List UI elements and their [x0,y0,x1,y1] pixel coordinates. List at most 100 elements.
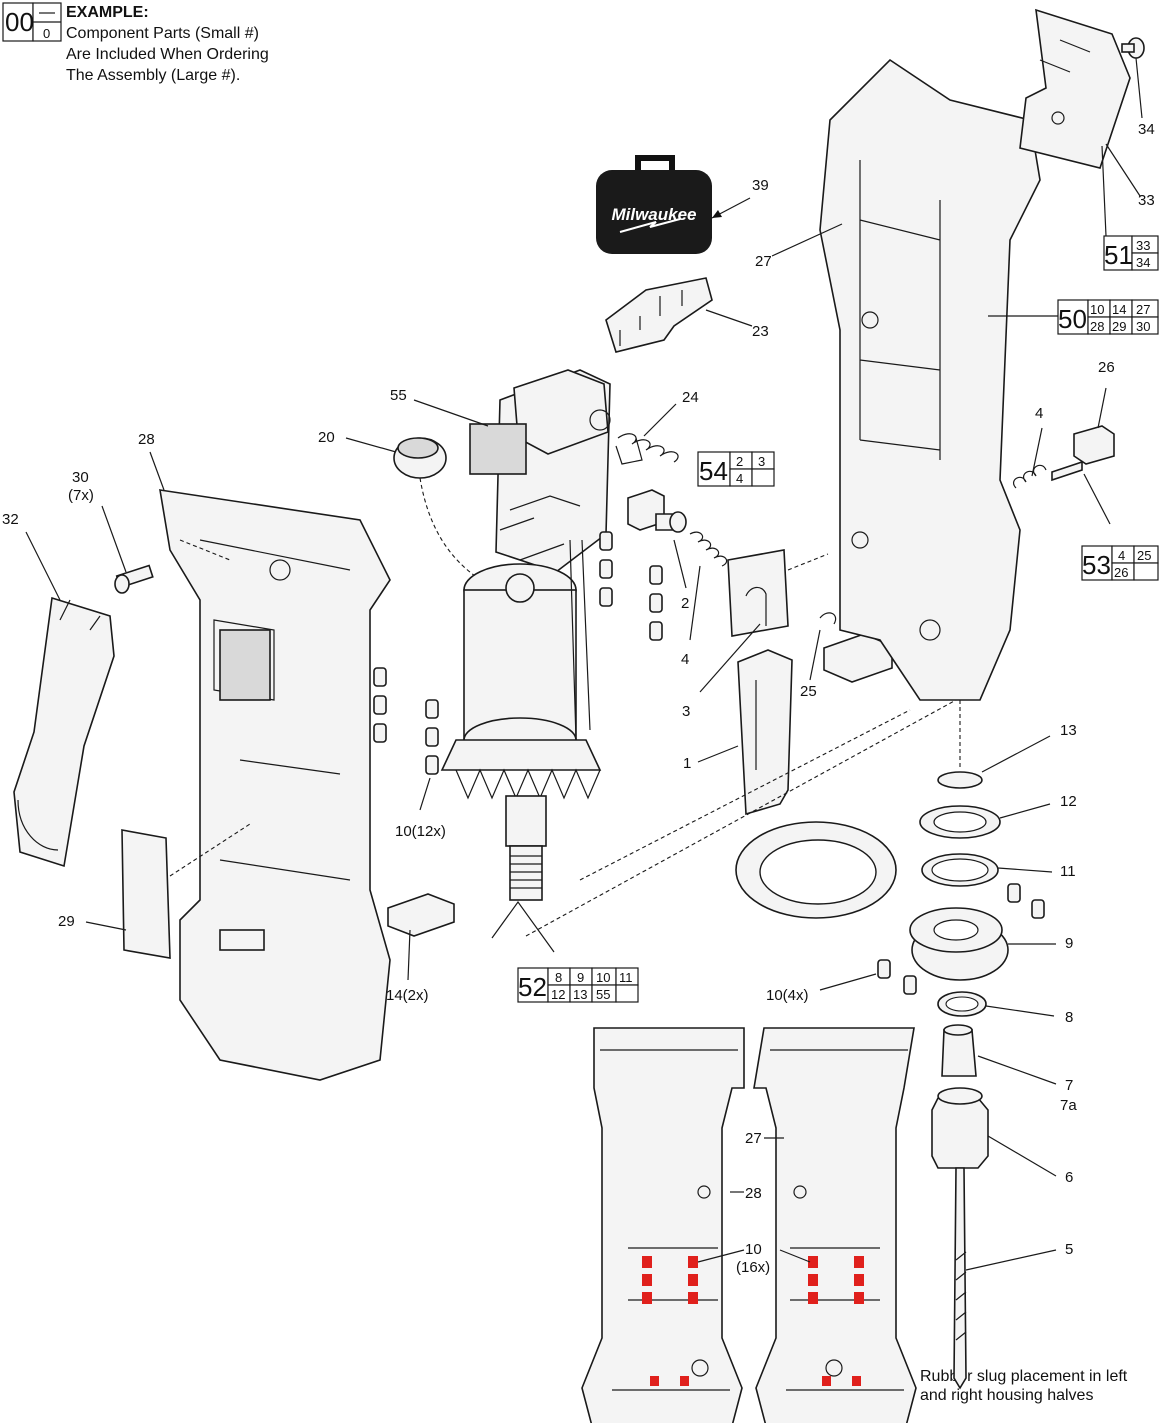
wrench [13,596,115,868]
assembly-52-number: 52 [518,972,547,1002]
callout-4b: 4 [1035,405,1043,422]
callout-1: 1 [683,755,691,772]
callout-10-inset: 10 [745,1241,762,1258]
assembly-52-part-5: 12 [551,987,565,1002]
assembly-52-part-3: 10 [596,970,610,985]
callout-12: 12 [1060,793,1077,810]
callout-16x: (16x) [736,1259,770,1276]
assembly-50-number: 50 [1058,304,1087,334]
retaining-ring-8 [937,991,987,1017]
switch-actuator [605,277,713,353]
assembly-53-part-1: 4 [1118,548,1125,563]
callout-2: 2 [681,595,689,612]
callout-32: 32 [2,511,19,528]
screw-34 [1121,37,1145,59]
assembly-54-part-1: 2 [736,454,743,469]
o-ring-13 [937,771,983,789]
belt-hook [1019,8,1131,169]
label-29 [121,829,171,959]
assembly-52-part-4: 11 [619,970,633,985]
collet-7 [941,1024,977,1077]
assembly-box-53: 53 4 25 26 [1081,545,1159,581]
callout-30: 30 [72,469,89,486]
assembly-box-50: 50 10 14 27 28 29 30 [1057,299,1159,335]
callout-29: 29 [58,913,75,930]
left-housing [159,489,391,1081]
callout-34: 34 [1138,121,1155,138]
ring-11 [921,853,999,887]
example-big-number: 00 [5,7,34,37]
callout-33: 33 [1138,192,1155,209]
screw-30 [114,564,154,594]
assembly-54-part-3: 4 [736,471,743,486]
lock-pin-26 [1013,425,1115,489]
callout-23: 23 [752,323,769,340]
callout-24: 24 [682,389,699,406]
callout-9: 9 [1065,935,1073,952]
bearing-9 [909,907,1009,981]
callout-28-inset: 28 [745,1185,762,1202]
switch-pcb [469,369,611,573]
rubber-slug-markers [642,1256,864,1386]
callout-10-12x: 10(12x) [395,823,446,840]
guard-bracket [735,649,897,919]
example-heading: EXAMPLE: [66,4,149,21]
lock-plate [727,549,789,637]
assembly-50-part-6: 30 [1136,319,1150,334]
callout-55: 55 [390,387,407,404]
bit-5 [953,1167,967,1390]
assembly-box-54: 54 2 3 4 [697,451,775,487]
example-line-1: Component Parts (Small #) [66,25,259,42]
end-cap [393,437,447,479]
assembly-52-part-6: 13 [573,987,587,1002]
example-line-3: The Assembly (Large #). [66,67,241,84]
assembly-51-part-2: 34 [1136,255,1150,270]
callout-labels: 1 2 3 4 4 5 6 7 7a 8 9 10(12x) 10(4x) 10… [2,121,1155,1276]
callout-30-qty: (7x) [68,487,94,504]
callout-4a: 4 [681,651,689,668]
callout-7: 7 [1065,1077,1073,1094]
callout-27-inset: 27 [745,1130,762,1147]
assembly-50-part-2: 14 [1112,302,1126,317]
assembly-53-number: 53 [1082,550,1111,580]
assembly-50-part-3: 27 [1136,302,1150,317]
rubber-slugs [373,531,1045,995]
example-box: 00 0 [2,2,62,42]
callout-39: 39 [752,177,769,194]
assembly-51-part-1: 33 [1136,238,1150,253]
example-small-number: 0 [43,26,50,41]
pad-14 [387,893,455,937]
assembly-52-part-7: 55 [596,987,610,1002]
callout-8: 8 [1065,1009,1073,1026]
rubber-slug-note: Rubber slug placement in left and right … [920,1368,1128,1404]
case-brand-logo: Milwaukee [611,205,696,224]
callout-11: 11 [1060,863,1076,880]
callout-3: 3 [682,703,690,720]
assembly-50-part-5: 29 [1112,319,1126,334]
assembly-51-number: 51 [1104,240,1133,270]
callout-26: 26 [1098,359,1115,376]
callout-6: 6 [1065,1169,1073,1186]
assembly-box-51: 51 33 34 [1103,235,1159,271]
callout-14: 14(2x) [386,987,429,1004]
lock-pin-assembly [627,489,728,567]
right-housing [819,58,1041,701]
washer-12 [919,805,1001,839]
callout-27: 27 [755,253,772,270]
assembly-53-part-3: 26 [1114,565,1128,580]
assembly-54-number: 54 [699,456,728,486]
assembly-box-52: 52 8 9 10 11 12 13 55 [517,967,639,1003]
callout-13: 13 [1060,722,1077,739]
assembly-50-part-1: 10 [1090,302,1104,317]
callout-28: 28 [138,431,155,448]
assembly-50-part-4: 28 [1090,319,1104,334]
example-line-2: Are Included When Ordering [66,46,269,63]
assembly-52-part-2: 9 [577,970,584,985]
callout-5: 5 [1065,1241,1073,1258]
example-legend: EXAMPLE: Component Parts (Small #) Are I… [66,2,269,86]
assembly-52-part-1: 8 [555,970,562,985]
motor [440,539,602,901]
housing-halves-inset [581,1027,917,1423]
spring-24 [615,433,679,465]
